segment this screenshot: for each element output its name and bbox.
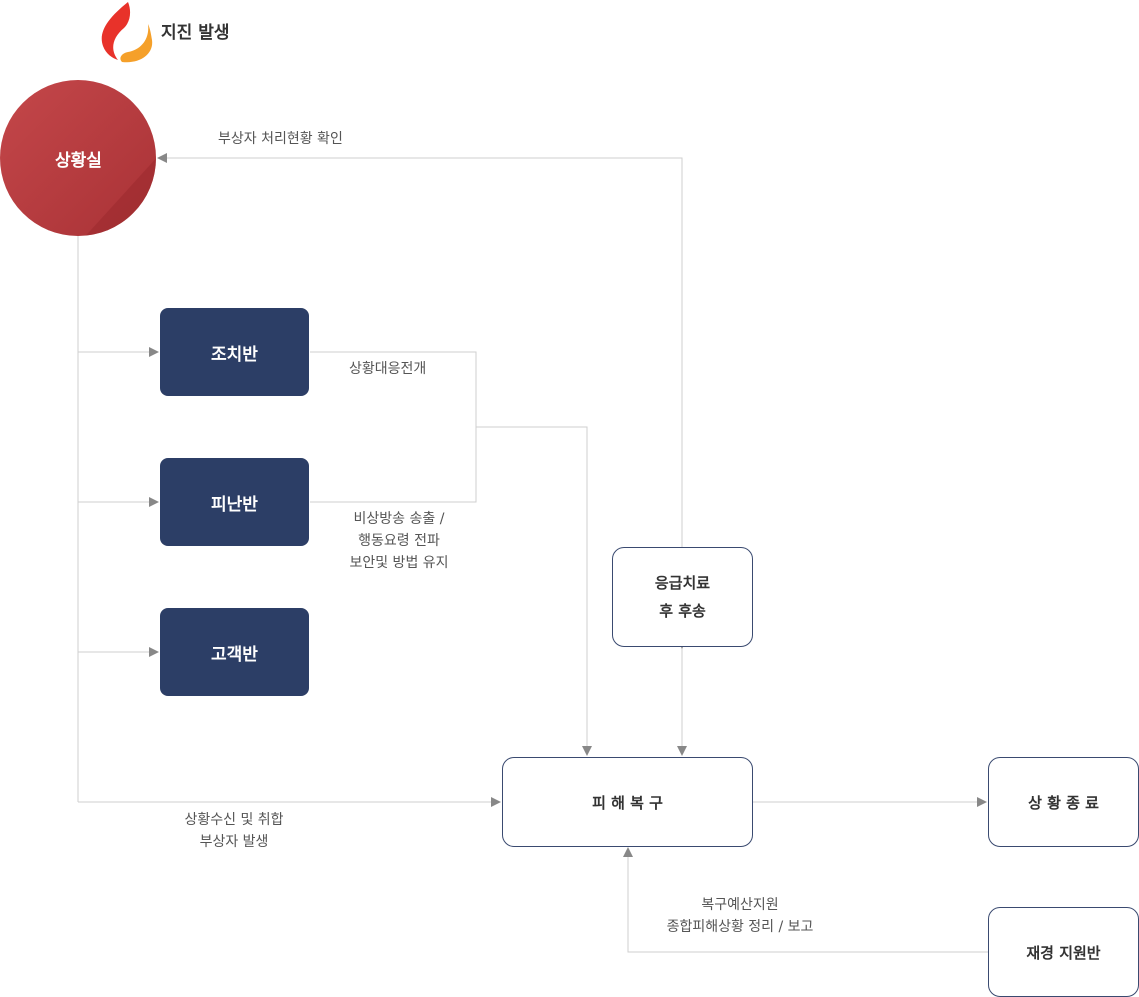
label-broadcast: 비상방송 송출 / 행동요령 전파 보안및 방법 유지: [333, 508, 465, 574]
finance-team-box: 재경 지원반: [988, 907, 1139, 997]
first-aid-box: 응급치료 후 후송: [612, 547, 753, 647]
first-aid-line-2: 후 후송: [659, 602, 706, 620]
page-title: 지진 발생: [161, 23, 230, 43]
action-team-box: 조치반: [160, 308, 309, 396]
control-room-label: 상황실: [55, 151, 102, 171]
first-aid-line-1: 응급치료: [654, 574, 711, 592]
label-broadcast-line-1: 비상방송 송출 /: [353, 511, 445, 527]
evacuation-team-box: 피난반: [160, 458, 309, 546]
arrow-merge-to-recovery: [476, 426, 592, 756]
label-budget-line-1: 복구예산지원: [701, 897, 779, 913]
label-check-injured: 부상자 처리현황 확인: [218, 131, 343, 147]
flame-icon: [101, 2, 153, 63]
control-room-circle: [0, 80, 156, 236]
recovery-box: 피 해 복 구: [502, 757, 753, 847]
label-receive-line-2: 부상자 발생: [199, 834, 269, 850]
label-receive-line-1: 상황수신 및 취합: [184, 812, 284, 828]
label-receive: 상황수신 및 취합 부상자 발생: [164, 809, 304, 853]
arrow-to-control-room: [157, 153, 683, 547]
customer-team-box: 고객반: [160, 608, 309, 696]
label-budget-line-2: 종합피해상황 정리 / 보고: [666, 919, 814, 935]
arrow-finance-to-recovery: [623, 847, 988, 953]
label-budget: 복구예산지원 종합피해상황 정리 / 보고: [645, 894, 835, 938]
label-response: 상황대응전개: [349, 361, 427, 377]
end-box: 상 황 종 료: [988, 757, 1139, 847]
label-broadcast-line-3: 보안및 방법 유지: [349, 555, 449, 571]
label-broadcast-line-2: 행동요령 전파: [358, 533, 440, 549]
